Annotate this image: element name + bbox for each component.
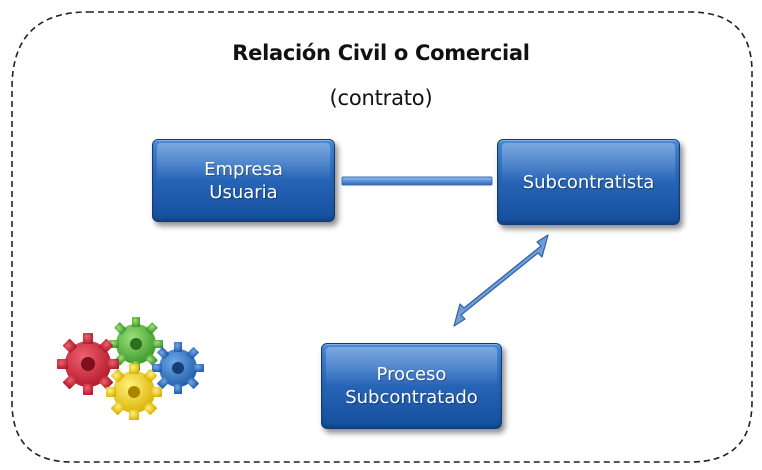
node-subcontratista: Subcontratista bbox=[497, 139, 680, 225]
diagram-subtitle: (contrato) bbox=[329, 86, 433, 110]
link-empresa-subcontratista bbox=[341, 176, 493, 186]
diagram-title: Relación Civil o Comercial bbox=[232, 41, 530, 65]
double-arrow-subcontratista-proceso bbox=[453, 234, 549, 327]
node-empresa-usuaria: Empresa Usuaria bbox=[152, 139, 335, 222]
node-proceso-subcontratado: Proceso Subcontratado bbox=[321, 343, 502, 429]
gears-icon bbox=[57, 317, 204, 420]
